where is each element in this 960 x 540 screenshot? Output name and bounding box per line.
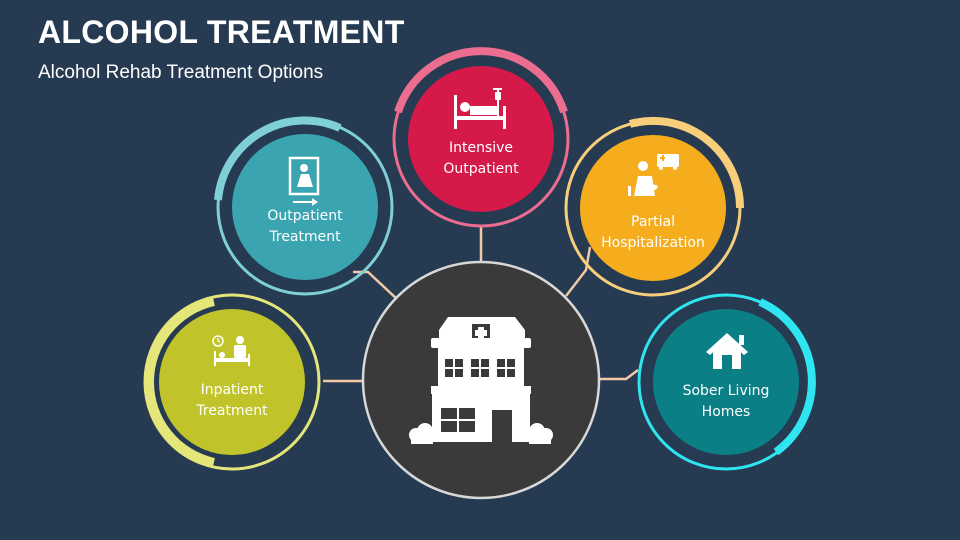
connectors	[323, 226, 639, 383]
sober-ring-arc	[758, 298, 816, 456]
intensive-ring-arc	[394, 47, 568, 114]
inpatient-ring-arc	[146, 298, 215, 466]
partial-circle	[580, 135, 726, 281]
sober-label-line1: Sober Living	[683, 383, 770, 399]
option-sober[interactable]: Sober Living Homes	[637, 293, 816, 471]
outpatient-label-line1: Outpatient	[267, 208, 343, 224]
hospital-bed-nurse-icon	[212, 335, 250, 366]
inpatient-label-line2: Treatment	[195, 403, 268, 419]
slide-title: ALCOHOL TREATMENT	[38, 14, 405, 50]
hub	[361, 260, 601, 500]
injured-person-ambulance-icon	[628, 154, 679, 196]
intensive-circle	[408, 66, 554, 212]
option-inpatient[interactable]: Inpatient Treatment	[143, 293, 321, 471]
option-partial[interactable]: Partial Hospitalization	[564, 116, 745, 297]
patient-exit-icon	[288, 156, 320, 206]
house-icon	[706, 333, 748, 369]
outpatient-label-line2: Treatment	[268, 229, 341, 245]
partial-ring-arc	[628, 116, 745, 209]
sober-circle	[653, 309, 799, 455]
outpatient-circle	[232, 134, 378, 280]
inpatient-label-line1: Inpatient	[201, 382, 264, 398]
patient-iv-bed-icon	[454, 88, 506, 129]
connector-partial	[565, 246, 592, 297]
option-intensive[interactable]: Intensive Outpatient	[392, 47, 570, 228]
inpatient-circle	[159, 309, 305, 455]
hospital-building-icon	[409, 317, 553, 444]
option-outpatient[interactable]: Outpatient Treatment	[214, 116, 394, 296]
connector-sober	[600, 369, 639, 381]
outpatient-ring-arc	[214, 116, 342, 201]
partial-label-line2: Hospitalization	[601, 235, 705, 251]
intensive-label-line1: Intensive	[449, 140, 513, 156]
partial-label-line1: Partial	[631, 214, 675, 230]
slide-subtitle: Alcohol Rehab Treatment Options	[38, 62, 324, 83]
inpatient-ring	[143, 293, 321, 471]
sober-label-line2: Homes	[702, 404, 751, 420]
intensive-label-line2: Outpatient	[443, 161, 519, 177]
connector-outpatient	[353, 270, 399, 301]
